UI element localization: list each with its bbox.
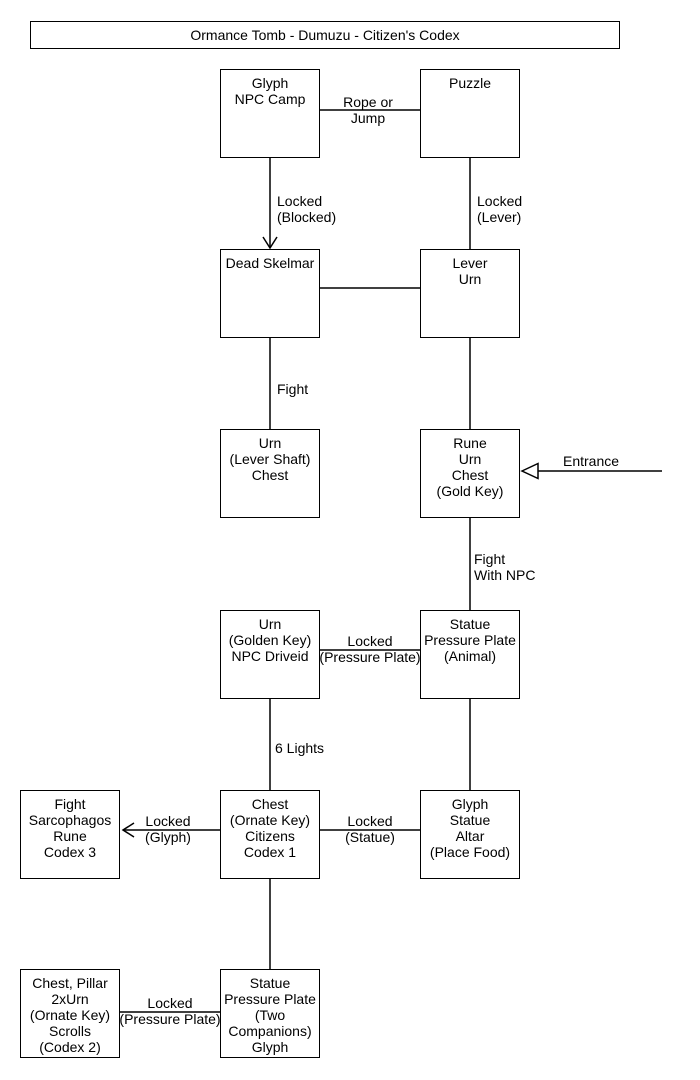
edge-label-fight-with-npc: Fight With NPC: [474, 551, 536, 583]
arrowhead-entrance-icon: [520, 462, 539, 480]
node-chest-ornate-key-citizens-codex1: Chest (Ornate Key) Citizens Codex 1: [220, 790, 320, 879]
diagram-title: Ormance Tomb - Dumuzu - Citizen's Codex: [190, 27, 460, 43]
edge-label-locked-pressure-plate-bottom: Locked (Pressure Plate): [119, 995, 221, 1027]
node-lever-urn: Lever Urn: [420, 249, 520, 338]
edge-label-rope-or-jump: Rope or Jump: [343, 94, 393, 126]
edge-label-locked-lever: Locked (Lever): [477, 193, 523, 225]
arrowhead-down-skelmar-icon: [262, 236, 278, 250]
node-fight-sarcophagos-rune-codex3: Fight Sarcophagos Rune Codex 3: [20, 790, 120, 879]
node-urn-lever-shaft-chest: Urn (Lever Shaft) Chest: [220, 429, 320, 518]
edge-label-locked-statue: Locked (Statue): [345, 813, 395, 845]
node-dead-skelmar: Dead Skelmar: [220, 249, 320, 338]
edge-label-locked-glyph: Locked (Glyph): [145, 813, 191, 845]
node-glyph-npc-camp: Glyph NPC Camp: [220, 69, 320, 158]
node-urn-golden-key-npc-driveid: Urn (Golden Key) NPC Driveid: [220, 610, 320, 699]
edge-label-fight: Fight: [277, 381, 309, 397]
edge-label-entrance: Entrance: [563, 453, 620, 469]
edge-label-six-lights: 6 Lights: [275, 740, 325, 756]
edge-label-locked-blocked: Locked (Blocked): [277, 193, 337, 225]
node-rune-urn-chest-gold-key: Rune Urn Chest (Gold Key): [420, 429, 520, 518]
edge-label-locked-pressure-plate-mid: Locked (Pressure Plate): [319, 633, 421, 665]
node-statue-pressure-plate-animal: Statue Pressure Plate (Animal): [420, 610, 520, 699]
node-puzzle: Puzzle: [420, 69, 520, 158]
node-chest-pillar-2xurn-ornate-key-scrolls-codex2: Chest, Pillar 2xUrn (Ornate Key) Scrolls…: [20, 969, 120, 1058]
diagram-title-box: Ormance Tomb - Dumuzu - Citizen's Codex: [30, 21, 620, 49]
node-statue-pressure-plate-two-companions-glyph: Statue Pressure Plate (Two Companions) G…: [220, 969, 320, 1058]
node-glyph-statue-altar-place-food: Glyph Statue Altar (Place Food): [420, 790, 520, 879]
